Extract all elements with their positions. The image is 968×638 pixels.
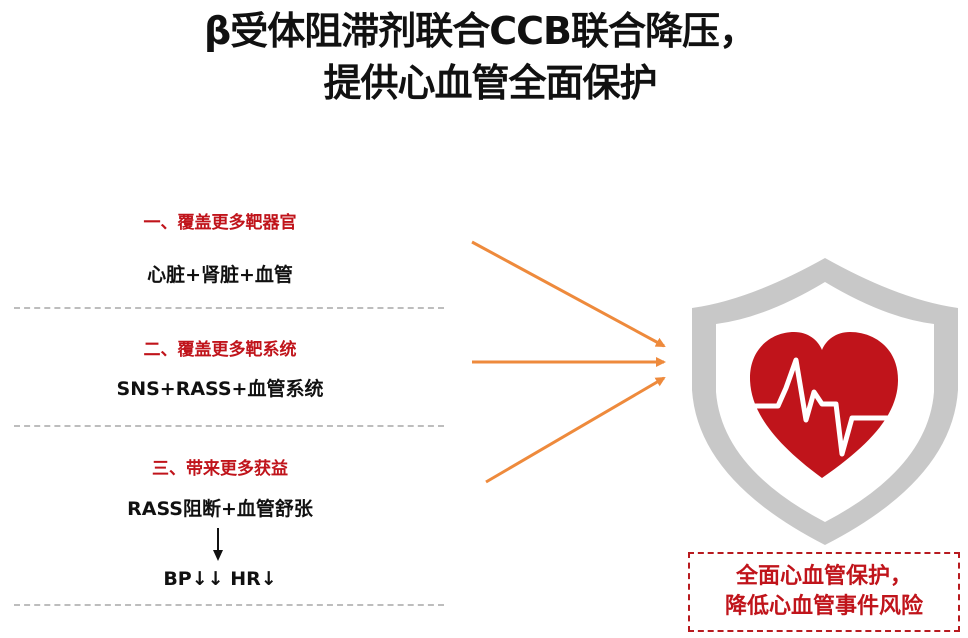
divider-1 xyxy=(14,307,444,309)
divider-3 xyxy=(14,604,444,606)
section-3-heading: 三、带来更多获益 xyxy=(152,459,288,479)
heartbeat-line-icon xyxy=(752,357,900,457)
outcome-line-2: 降低心血管事件风险 xyxy=(724,594,923,619)
divider-2 xyxy=(14,425,444,427)
outcome-line-1: 全面心血管保护， xyxy=(735,564,912,589)
section-3-result: BP↓↓ HR↓ xyxy=(163,568,277,590)
section-2-heading: 二、覆盖更多靶系统 xyxy=(143,340,297,360)
page-title-line-1: β受体阻滞剂联合CCB联合降压， xyxy=(204,9,757,53)
page-title-line-2: 提供心血管全面保护 xyxy=(323,61,657,105)
outcome-box: 全面心血管保护， 降低心血管事件风险 xyxy=(688,552,960,632)
section-1-body: 心脏+肾脏+血管 xyxy=(147,264,293,286)
arrow-icon xyxy=(485,376,666,484)
section-1-heading: 一、覆盖更多靶器官 xyxy=(143,213,297,233)
section-2-body: SNS+RASS+血管系统 xyxy=(116,378,324,400)
section-3-body: RASS阻断+血管舒张 xyxy=(127,498,313,520)
arrow-icon xyxy=(471,240,666,348)
down-arrow-icon xyxy=(213,528,223,561)
